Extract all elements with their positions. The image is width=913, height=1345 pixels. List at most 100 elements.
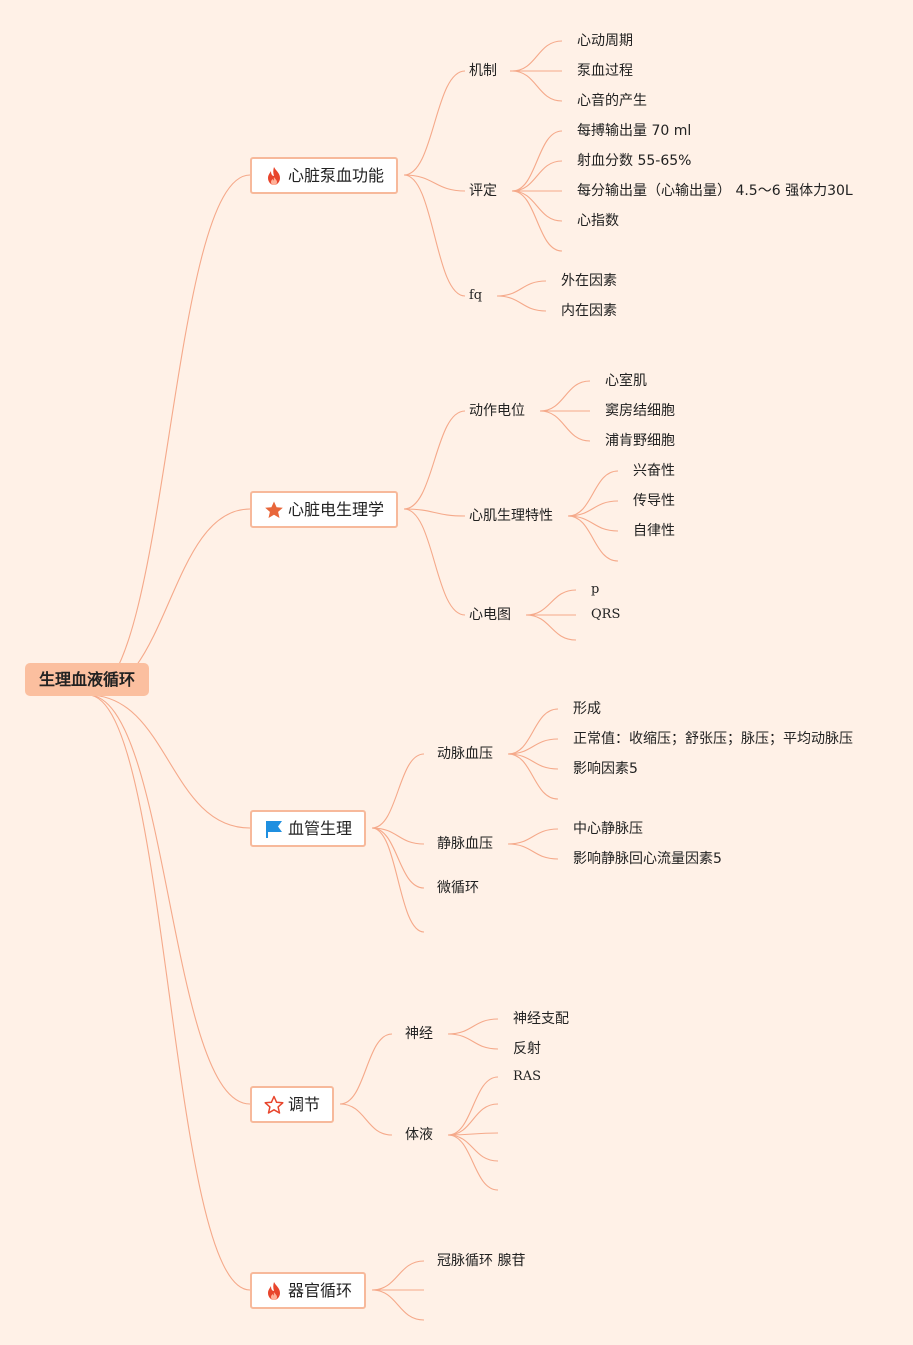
connector-line-51 <box>371 1260 425 1291</box>
leaf-label: 心室肌 <box>605 373 647 389</box>
connector-line-33 <box>371 827 425 845</box>
connector-line-4 <box>87 694 251 1291</box>
topic-myocardial-properties[interactable]: 心肌生理特性 <box>469 506 553 526</box>
root-node[interactable]: 生理血液循环 <box>25 663 150 696</box>
leaf-normal-values[interactable]: 正常值：收缩压；舒张压；脉压；平均动脉压 <box>573 729 853 749</box>
leaf-cardiac-output[interactable]: 每分输出量（心输出量） 4.5～6 强体力30L <box>577 181 853 201</box>
leaf-formation[interactable]: 形成 <box>573 699 601 719</box>
connector-line-21 <box>403 508 466 616</box>
leaf-sinoatrial-cells[interactable]: 窦房结细胞 <box>605 401 675 421</box>
leaf-label: 内在因素 <box>561 303 617 319</box>
branch-node-cardiac-electrophysiology[interactable]: 心脏电生理学 <box>250 491 399 528</box>
branch-node-organ-circulation[interactable]: 器官循环 <box>250 1272 367 1309</box>
topic-fq[interactable]: fq <box>469 286 482 306</box>
leaf-influencing-factors[interactable]: 影响因素5 <box>573 759 638 779</box>
topic-action-potential[interactable]: 动作电位 <box>469 401 525 421</box>
topic-label: 静脉血压 <box>437 836 493 852</box>
leaf-label: 心音的产生 <box>577 93 647 109</box>
leaf-label: p <box>591 582 600 597</box>
leaf-ras[interactable]: RAS <box>513 1067 541 1087</box>
connector-line-49 <box>447 1134 499 1162</box>
connector-line-37 <box>507 738 559 755</box>
leaf-label: 自律性 <box>633 523 675 539</box>
connector-line-5 <box>403 70 466 176</box>
leaf-automaticity[interactable]: 自律性 <box>633 521 675 541</box>
leaf-central-venous-pressure[interactable]: 中心静脉压 <box>573 819 643 839</box>
connector-line-44 <box>447 1018 499 1035</box>
topic-neural[interactable]: 神经 <box>405 1024 433 1044</box>
connector-line-24 <box>539 410 591 442</box>
leaf-label: 形成 <box>573 701 601 717</box>
leaf-conductivity[interactable]: 传导性 <box>633 491 675 511</box>
connector-line-12 <box>511 130 563 192</box>
leaf-excitability[interactable]: 兴奋性 <box>633 461 675 481</box>
topic-label: 冠脉循环 腺苷 <box>437 1253 526 1269</box>
connector-line-27 <box>567 515 619 532</box>
connector-line-7 <box>403 174 466 297</box>
leaf-label: 浦肯野细胞 <box>605 433 675 449</box>
leaf-heart-sounds[interactable]: 心音的产生 <box>577 91 647 111</box>
connector-line-3 <box>87 694 251 1105</box>
leaf-label: RAS <box>513 1069 542 1084</box>
leaf-venous-return-factors[interactable]: 影响静脉回心流量因素5 <box>573 849 722 869</box>
leaf-label: 正常值：收缩压；舒张压；脉压；平均动脉压 <box>573 731 853 747</box>
leaf-label: 兴奋性 <box>633 463 675 479</box>
connector-line-41 <box>507 843 559 860</box>
branch-label: 血管生理 <box>288 819 353 838</box>
topic-label: 体液 <box>405 1127 433 1143</box>
topic-label: 心肌生理特性 <box>469 508 553 524</box>
leaf-ejection-fraction[interactable]: 射血分数 55-65% <box>577 151 691 171</box>
topic-mechanism[interactable]: 机制 <box>469 61 497 81</box>
leaf-purkinje-cells[interactable]: 浦肯野细胞 <box>605 431 675 451</box>
star-filled-icon <box>264 500 284 520</box>
leaf-pump-process[interactable]: 泵血过程 <box>577 61 633 81</box>
leaf-cardiac-cycle[interactable]: 心动周期 <box>577 31 633 51</box>
branch-node-regulation[interactable]: 调节 <box>250 1086 335 1123</box>
leaf-label: 神经支配 <box>513 1011 569 1027</box>
connector-line-39 <box>507 753 559 800</box>
flag-icon <box>264 819 284 839</box>
leaf-label: 泵血过程 <box>577 63 633 79</box>
connector-line-15 <box>511 190 563 222</box>
topic-label: 机制 <box>469 63 497 79</box>
topic-label: fq <box>469 288 483 303</box>
connector-line-11 <box>511 70 563 102</box>
topic-ecg[interactable]: 心电图 <box>469 605 511 625</box>
connector-line-32 <box>371 753 425 829</box>
branch-label: 调节 <box>288 1095 321 1114</box>
leaf-reflex[interactable]: 反射 <box>513 1039 541 1059</box>
branch-label: 器官循环 <box>288 1281 353 1300</box>
connector-line-45 <box>447 1033 499 1050</box>
connector-line-36 <box>507 708 559 755</box>
topic-label: 心电图 <box>469 607 511 623</box>
topic-venous-pressure[interactable]: 静脉血压 <box>437 834 493 854</box>
topic-arterial-pressure[interactable]: 动脉血压 <box>437 744 493 764</box>
connector-line-53 <box>371 1289 425 1321</box>
connector-line-9 <box>511 40 563 72</box>
topic-evaluation[interactable]: 评定 <box>469 181 497 201</box>
topic-microcirculation[interactable]: 微循环 <box>437 878 479 898</box>
leaf-label: 心动周期 <box>577 33 633 49</box>
connector-line-6 <box>403 174 466 192</box>
branch-label: 心脏电生理学 <box>288 500 385 519</box>
topic-humoral[interactable]: 体液 <box>405 1125 433 1145</box>
leaf-stroke-volume[interactable]: 每搏输出量 70 ml <box>577 121 691 141</box>
leaf-cardiac-index[interactable]: 心指数 <box>577 211 619 231</box>
leaf-innervation[interactable]: 神经支配 <box>513 1009 569 1029</box>
connector-line-19 <box>403 410 466 510</box>
leaf-internal-factors[interactable]: 内在因素 <box>561 301 617 321</box>
topic-coronary-circulation[interactable]: 冠脉循环 腺苷 <box>437 1251 525 1271</box>
connector-line-13 <box>511 160 563 192</box>
branch-node-vascular-physiology[interactable]: 血管生理 <box>250 810 367 847</box>
leaf-ventricular-muscle[interactable]: 心室肌 <box>605 371 647 391</box>
leaf-label: 每搏输出量 70 ml <box>577 123 692 139</box>
leaf-qrs[interactable]: QRS <box>591 605 620 625</box>
leaf-p-wave[interactable]: p <box>591 580 599 600</box>
leaf-external-factors[interactable]: 外在因素 <box>561 271 617 291</box>
connector-line-29 <box>525 589 577 616</box>
branch-node-heart-pump[interactable]: 心脏泵血功能 <box>250 157 399 194</box>
leaf-label: 传导性 <box>633 493 675 509</box>
leaf-label: 影响静脉回心流量因素5 <box>573 851 722 867</box>
leaf-label: 影响因素5 <box>573 761 638 777</box>
connector-line-50 <box>447 1134 499 1191</box>
